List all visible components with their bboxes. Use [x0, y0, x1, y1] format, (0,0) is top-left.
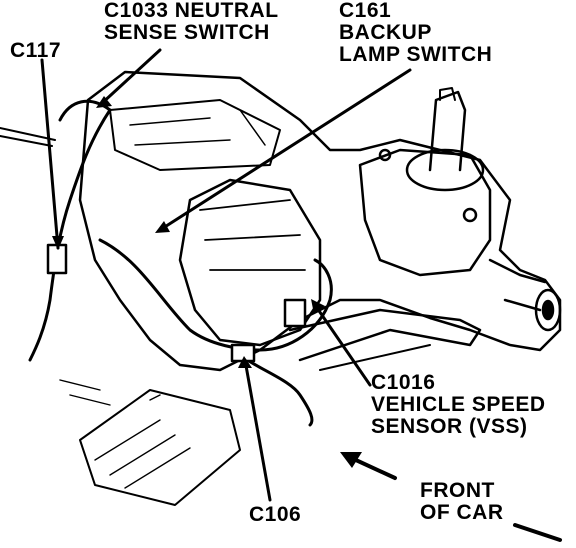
bell-housing [178, 178, 322, 347]
callout-c161: C161 BACKUP LAMP SWITCH [339, 0, 492, 66]
callout-front-line2: OF CAR [420, 501, 504, 524]
callout-c1016-line2: VEHICLE SPEED [371, 393, 546, 416]
leader-c117 [40, 58, 60, 250]
tail-housing [488, 258, 547, 312]
callout-c1033-line1: C1033 NEUTRAL [104, 0, 279, 22]
connector-c117 [46, 243, 68, 275]
leader-c1033 [98, 48, 162, 107]
callout-c161-line1: C161 [339, 0, 392, 22]
transmission-case [78, 70, 562, 372]
callout-front-of-car: FRONT OF CAR [420, 480, 504, 524]
shift-lever-icon [428, 90, 467, 172]
callout-c106-line1: C106 [249, 503, 302, 526]
callout-front-line1: FRONT [420, 479, 495, 502]
top-cover [109, 99, 281, 171]
callout-c161-line3: LAMP SWITCH [339, 43, 493, 66]
callout-c1033-line2: SENSE SWITCH [104, 21, 270, 44]
leader-c161 [158, 68, 412, 232]
callout-c117-line1: C117 [10, 39, 62, 62]
callout-c1016-line3: SENSOR (VSS) [371, 415, 528, 438]
crossmember [288, 308, 482, 362]
shift-tower [358, 148, 492, 277]
callout-c161-line2: BACKUP [339, 21, 432, 44]
shift-boot [405, 148, 485, 192]
callout-c117: C117 [10, 40, 61, 62]
callout-c106: C106 [249, 504, 301, 526]
connector-c1016 [283, 298, 307, 328]
callout-c1016-line1: C1016 [371, 371, 436, 394]
callout-c1033: C1033 NEUTRAL SENSE SWITCH [104, 0, 279, 44]
leader-c106 [243, 358, 272, 502]
leader-c1016 [313, 303, 372, 387]
mount-plate [79, 389, 241, 506]
wiring-harness [28, 99, 333, 427]
callout-c1016: C1016 VEHICLE SPEED SENSOR (VSS) [371, 372, 546, 438]
